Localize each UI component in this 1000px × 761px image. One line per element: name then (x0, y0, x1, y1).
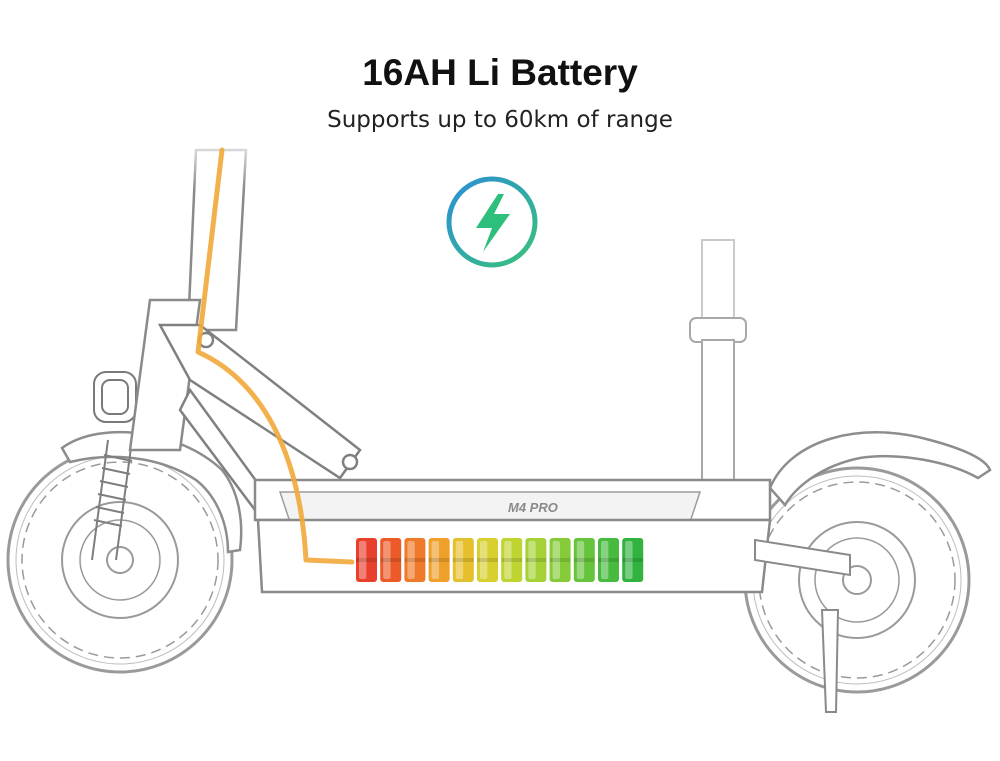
stem-fade (180, 130, 270, 190)
battery-cell-band (428, 558, 450, 562)
kickstand (820, 609, 840, 713)
battery-cell (622, 538, 644, 582)
battery-cell-highlight (407, 541, 415, 579)
battery-cell-band (501, 558, 523, 562)
battery-cell-highlight (480, 541, 488, 579)
battery-cell-highlight (359, 541, 367, 579)
battery-wiring (195, 147, 355, 565)
battery-cell-highlight (576, 541, 585, 579)
battery-cell (598, 538, 619, 582)
battery-cell-band (598, 558, 619, 562)
battery-cell-band (404, 558, 426, 562)
battery-cell (380, 538, 402, 582)
battery-cell (573, 538, 595, 582)
front-suspension (91, 439, 133, 561)
battery-cell-highlight (625, 541, 633, 579)
battery-cell-band (380, 558, 402, 562)
battery-cell-band (477, 558, 498, 562)
battery-cell (356, 538, 377, 582)
battery-cell (452, 538, 474, 582)
seat-post (689, 239, 747, 491)
battery-cell-highlight (431, 541, 439, 579)
battery-cell (549, 538, 571, 582)
deck-brand-text: M4 PRO (508, 500, 558, 515)
lightning-bolt-icon (446, 176, 538, 268)
battery-cell (404, 538, 426, 582)
battery-cell-band (622, 558, 644, 562)
headline-title: 16AH Li Battery (362, 52, 638, 93)
battery-cell-band (573, 558, 595, 562)
battery-cell (501, 538, 523, 582)
battery-cell (477, 538, 498, 582)
headlight (93, 371, 137, 423)
rear-wheel (743, 466, 971, 694)
battery-cell-band (452, 558, 474, 562)
headline-subtitle: Supports up to 60km of range (327, 107, 673, 133)
front-wheel (6, 446, 234, 674)
battery-cell (525, 538, 547, 582)
battery-cell (428, 538, 450, 582)
battery-cells (356, 538, 644, 582)
battery-cell-highlight (504, 541, 512, 579)
battery-cell-highlight (552, 541, 560, 579)
rear-fender (768, 431, 992, 508)
battery-cell-band (549, 558, 571, 562)
rear-arm (754, 538, 851, 577)
battery-cell-band (356, 558, 377, 562)
battery-cell-highlight (383, 541, 391, 579)
battery-cell-highlight (455, 541, 464, 579)
battery-cell-highlight (528, 541, 536, 579)
battery-cell-band (525, 558, 547, 562)
battery-cell-highlight (601, 541, 609, 579)
